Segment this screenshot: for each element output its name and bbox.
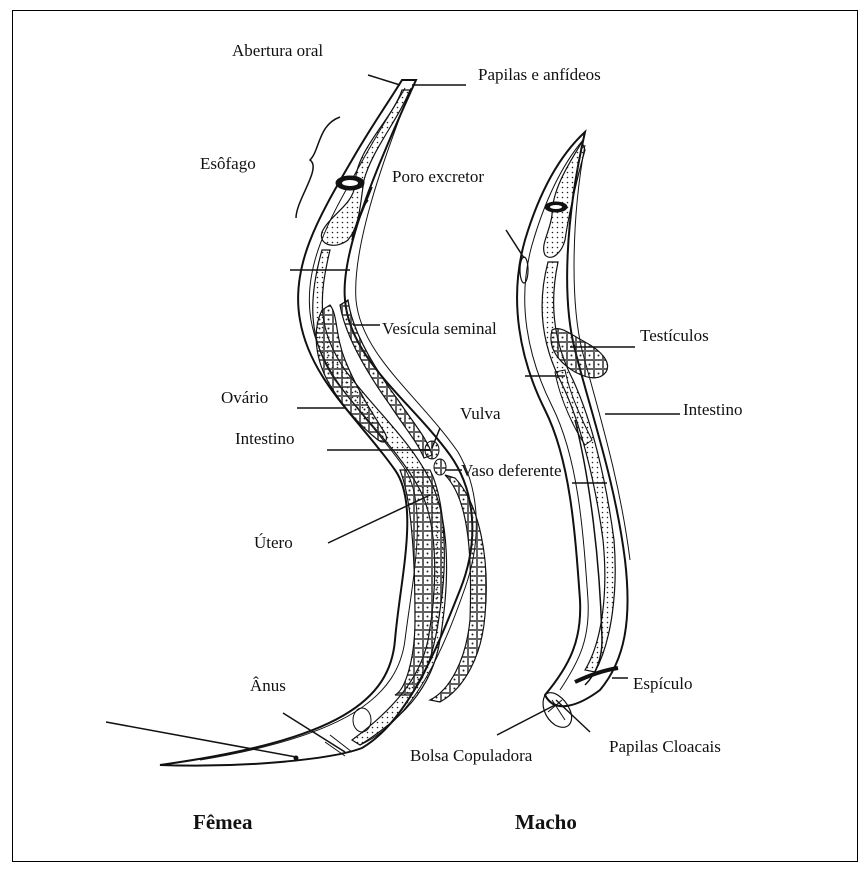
male-esophagus <box>544 142 585 257</box>
label-vas-deferens: Vaso deferente <box>461 462 562 479</box>
label-esophagus: Esôfago <box>200 155 256 172</box>
label-female-intestine: Intestino <box>235 430 295 447</box>
caption-female: Fêmea <box>193 812 252 833</box>
label-oral-opening: Abertura oral <box>232 42 323 59</box>
caption-male: Macho <box>515 812 577 833</box>
label-testes: Testículos <box>640 327 709 344</box>
label-anus: Ânus <box>250 677 286 694</box>
male-nematode <box>517 132 630 727</box>
label-ovary: Ovário <box>221 389 268 406</box>
label-spicule: Espículo <box>633 675 693 692</box>
label-cloacal-papillae: Papilas Cloacais <box>609 738 721 755</box>
label-papillae: Papilas e anfídeos <box>478 66 601 83</box>
label-vulva: Vulva <box>460 405 501 422</box>
label-excretory-pore: Poro excretor <box>392 168 484 185</box>
label-seminal-vesicle: Vesícula seminal <box>382 320 497 337</box>
label-male-intestine: Intestino <box>683 401 743 418</box>
label-copulatory-bursa: Bolsa Copuladora <box>410 747 532 764</box>
label-uterus: Útero <box>254 534 293 551</box>
